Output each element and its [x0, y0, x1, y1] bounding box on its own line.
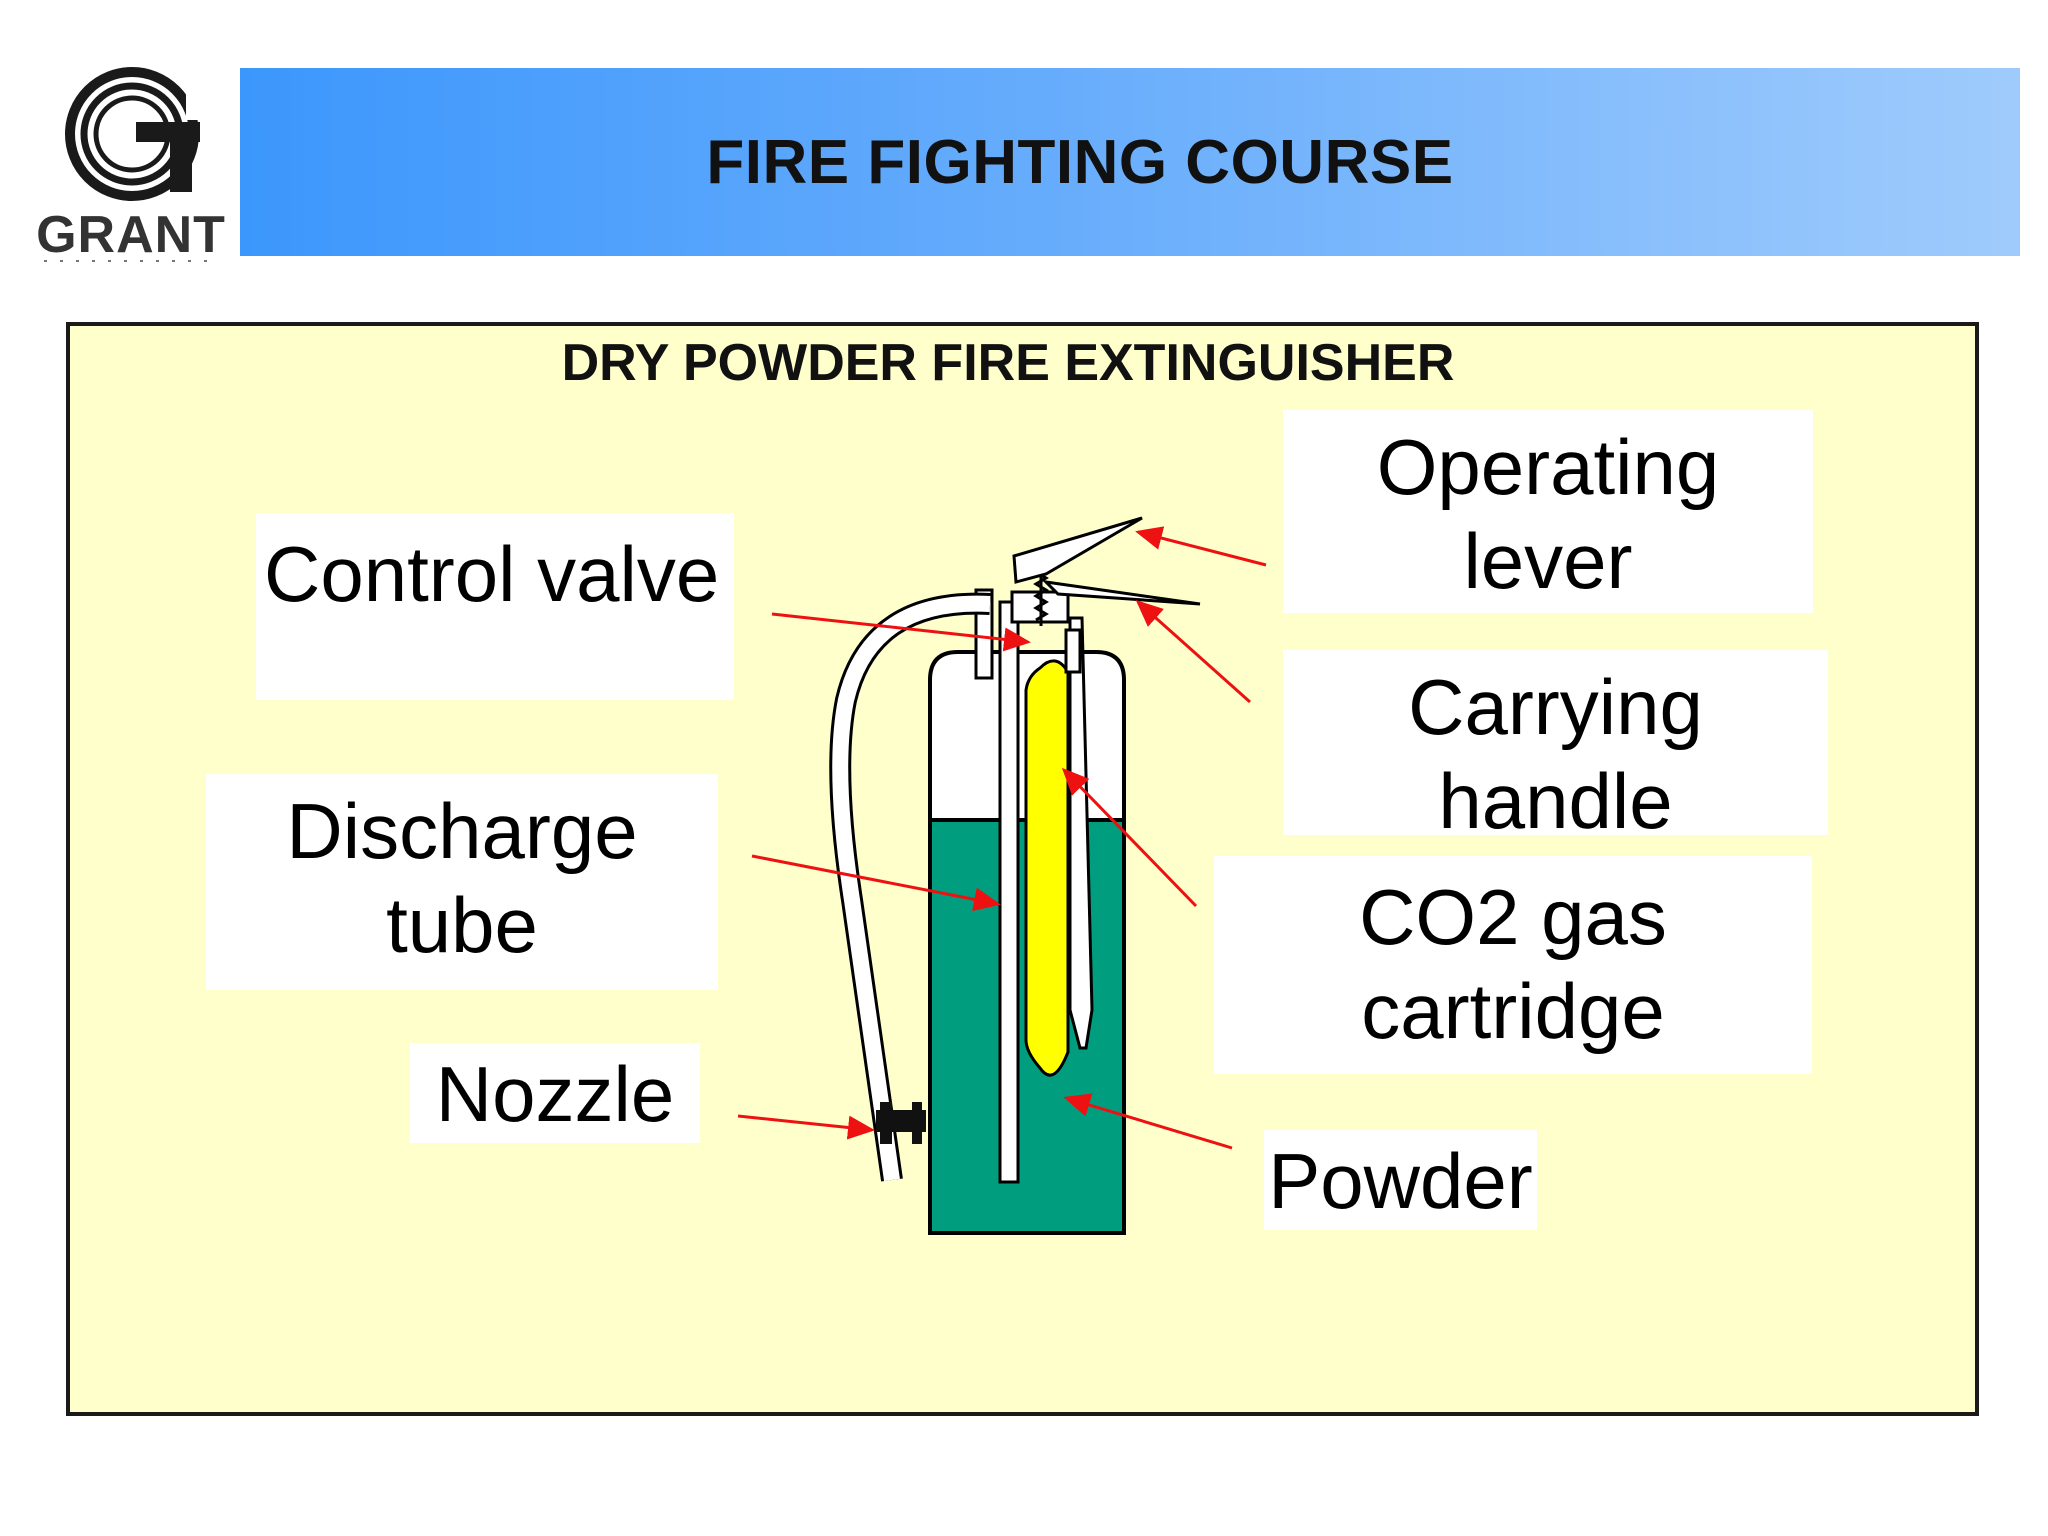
course-title: FIRE FIGHTING COURSE	[706, 127, 1454, 197]
label-control-valve: Control valve	[256, 513, 734, 700]
label-nozzle-text: Nozzle	[435, 1050, 675, 1138]
label-powder: Powder	[1264, 1130, 1537, 1230]
label-powder-text: Powder	[1268, 1137, 1533, 1225]
logo-subtitle-strip	[44, 260, 220, 262]
label-operating-lever: Operating lever	[1283, 410, 1813, 613]
diagram-title: DRY POWDER FIRE EXTINGUISHER	[561, 334, 1455, 392]
label-control-valve-text: Control valve	[264, 530, 720, 618]
label-co2-cartridge: CO2 gas cartridge	[1214, 856, 1812, 1074]
header-banner: FIRE FIGHTING COURSE	[240, 68, 2020, 256]
grant-g-icon	[65, 67, 216, 201]
label-operating-lever-text: Operating lever	[1376, 423, 1720, 605]
label-carrying-handle-text: Carrying handle	[1408, 663, 1703, 845]
label-discharge-tube: Discharge tube	[206, 774, 718, 990]
logo-wordmark: GRANT	[36, 206, 226, 264]
label-carrying-handle: Carrying handle	[1283, 650, 1828, 845]
label-nozzle: Nozzle	[410, 1043, 700, 1143]
grant-logo: GRANT	[36, 62, 226, 274]
label-co2-cartridge-text: CO2 gas cartridge	[1359, 873, 1667, 1055]
label-discharge-tube-text: Discharge tube	[286, 787, 638, 969]
